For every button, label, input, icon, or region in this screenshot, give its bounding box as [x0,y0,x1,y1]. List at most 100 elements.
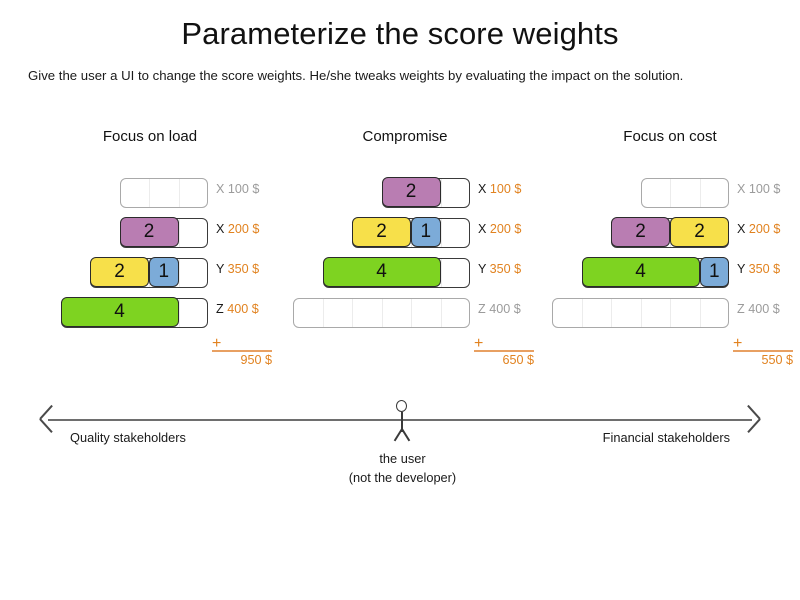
weight-segment[interactable]: 2 [381,176,441,207]
row-cost-label: Z 400 $ [737,302,780,316]
row-cost-label: X 100 $ [737,182,780,196]
weight-segment[interactable]: 1 [149,256,179,287]
row-key: X [478,182,490,196]
total-rule [474,350,534,352]
weight-row[interactable]: 2 [381,176,470,208]
total-rule [733,350,793,352]
weight-row[interactable] [640,178,729,208]
track-cell[interactable] [442,219,470,247]
weight-slider-track[interactable] [552,298,729,328]
track-cell[interactable] [150,299,180,327]
row-cost-label: Z 400 $ [478,302,521,316]
row-key: Y [737,262,749,276]
weight-row[interactable]: 2 [119,216,208,248]
row-amount: 400 $ [489,302,521,316]
track-cell[interactable] [324,299,353,327]
track-cell[interactable] [671,179,701,207]
track-cell[interactable] [121,179,150,207]
axis-arrow-left-icon [39,404,56,433]
track-cell[interactable] [180,179,208,207]
track-cell[interactable] [701,179,729,207]
track-cell[interactable] [701,299,729,327]
weight-segment[interactable]: 2 [90,256,149,287]
track-cell[interactable] [442,299,470,327]
track-cell[interactable] [553,299,583,327]
track-cell[interactable] [412,299,442,327]
weight-row[interactable]: 4 [60,296,208,328]
row-cost-label: X 200 $ [216,222,259,236]
track-cell[interactable] [180,219,208,247]
row-key: X [216,222,228,236]
page-subtitle: Give the user a UI to change the score w… [28,68,684,83]
weight-slider-track[interactable] [293,298,470,328]
column-header: Compromise [362,128,448,145]
row-amount: 200 $ [748,222,781,236]
track-cell[interactable] [353,299,383,327]
figure-caption: the user (not the developer) [280,450,525,487]
weight-row[interactable] [293,298,470,328]
plus-sign: + [212,335,222,352]
track-cell[interactable] [442,259,470,287]
track-cell[interactable] [150,219,180,247]
weight-slider-track[interactable] [640,178,729,208]
track-cell[interactable] [150,179,180,207]
row-amount: 200 $ [489,222,522,236]
track-cell[interactable] [612,299,642,327]
row-key: Z [478,302,490,316]
track-cell[interactable] [294,299,324,327]
axis-arrow-right-icon [744,404,761,433]
weight-segment[interactable]: 4 [60,296,179,327]
stakeholder-axis [39,404,761,433]
stick-figure-user-icon [386,400,420,446]
total-rule [212,350,272,352]
row-cost-label: Y 350 $ [737,262,780,276]
weight-segment[interactable]: 2 [670,216,729,247]
column-header: Focus on load [102,128,198,145]
track-cell[interactable] [383,299,412,327]
column-header: Focus on cost [623,128,717,145]
row-cost-label: Y 350 $ [478,262,521,276]
row-amount: 100 $ [489,182,522,196]
track-cell[interactable] [583,299,612,327]
track-cell[interactable] [412,219,442,247]
weight-segment[interactable]: 1 [411,216,441,247]
weight-row[interactable]: 4 [322,256,470,288]
weight-row[interactable] [552,298,729,328]
row-key: Y [478,262,490,276]
track-cell[interactable] [412,259,442,287]
row-key: X [216,182,228,196]
weight-segment[interactable]: 4 [581,256,700,287]
track-cell[interactable] [180,299,208,327]
track-cell[interactable] [180,259,208,287]
track-cell[interactable] [150,259,180,287]
weight-segment[interactable]: 1 [699,256,729,287]
row-cost-label: X 200 $ [478,222,521,236]
weight-segment[interactable]: 4 [322,256,441,287]
axis-label-quality: Quality stakeholders [70,430,186,445]
track-cell[interactable] [671,299,701,327]
total-amount: 950 $ [240,353,272,367]
row-key: Y [216,262,228,276]
weight-row[interactable] [119,178,208,208]
row-amount: 100 $ [227,182,260,196]
row-amount: 100 $ [748,182,781,196]
page-title: Parameterize the score weights [181,16,619,51]
row-key: X [737,222,749,236]
track-cell[interactable] [442,179,470,207]
weight-segment[interactable]: 2 [352,216,411,247]
track-cell[interactable] [642,299,671,327]
weight-segment[interactable]: 2 [611,216,670,247]
row-key: X [737,182,749,196]
row-cost-label: Z 400 $ [216,302,259,316]
weight-segment[interactable]: 2 [119,216,179,247]
figure-leg-right [401,428,411,442]
track-cell[interactable] [642,179,671,207]
track-cell[interactable] [412,179,442,207]
total-amount: 550 $ [761,353,793,367]
weight-slider-track[interactable] [119,178,208,208]
row-cost-label: X 100 $ [478,182,521,196]
